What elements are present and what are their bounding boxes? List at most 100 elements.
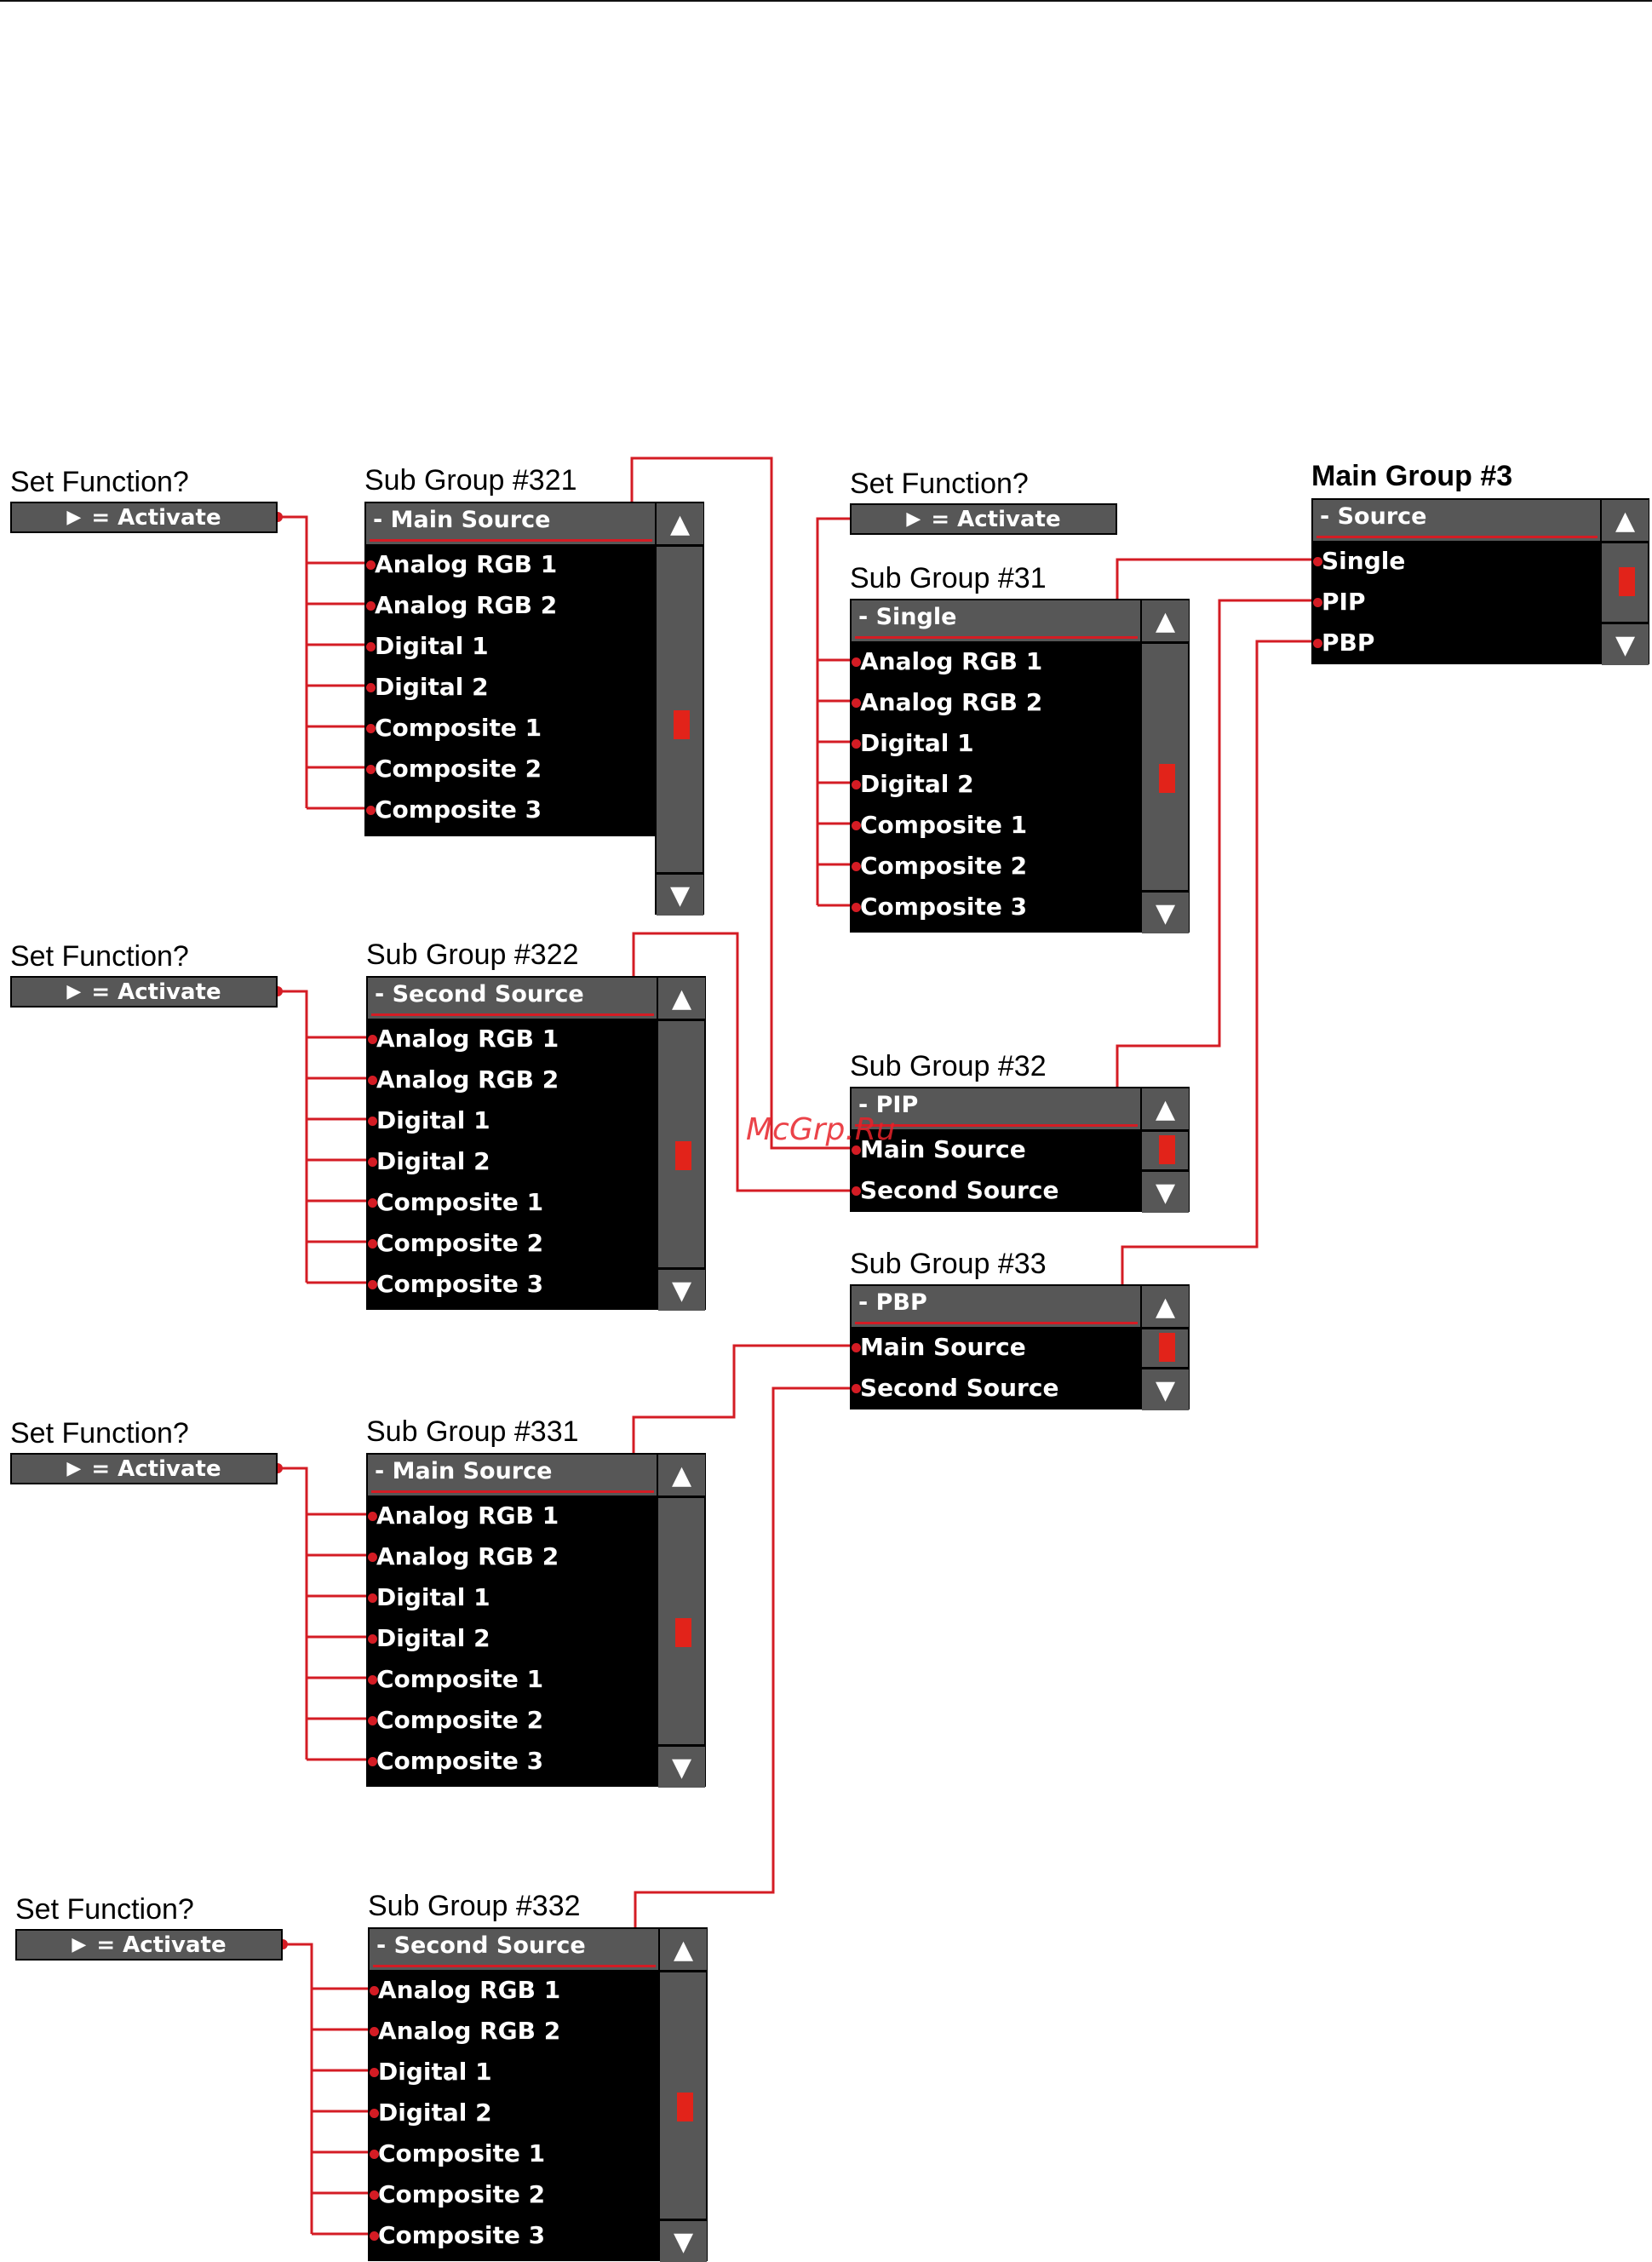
activate-button-321[interactable]: ▶ = Activate (10, 502, 278, 533)
scroll-down-icon[interactable]: ▼ (1142, 1169, 1189, 1213)
connector-dot (366, 642, 376, 652)
scroll-thumb[interactable] (1159, 763, 1175, 793)
list-item[interactable]: Composite 1 (368, 1659, 657, 1700)
list-item[interactable]: Composite 2 (368, 1700, 657, 1741)
sub31-header[interactable]: - Single (852, 600, 1141, 641)
list-item-label: Digital 2 (376, 1147, 490, 1175)
sub322-scrollbar[interactable]: ▲▼ (657, 976, 706, 1311)
main_group-header[interactable]: - Source (1313, 500, 1601, 541)
list-item[interactable]: Digital 2 (366, 667, 656, 708)
list-item[interactable]: Analog RGB 2 (366, 585, 656, 626)
header-label: - Single (858, 604, 957, 630)
list-item[interactable]: Analog RGB 2 (368, 1059, 657, 1100)
scroll-thumb[interactable] (675, 1140, 691, 1170)
list-item-label: Composite 3 (376, 1270, 544, 1298)
list-item[interactable]: Composite 2 (370, 2174, 659, 2215)
list-item[interactable]: Digital 1 (368, 1100, 657, 1141)
sub32-scrollbar[interactable]: ▲▼ (1140, 1087, 1190, 1213)
connector-dot (368, 1280, 377, 1289)
list-item[interactable]: Composite 3 (370, 2215, 659, 2256)
connector-dot (852, 1186, 861, 1196)
scroll-down-icon[interactable]: ▼ (1142, 890, 1189, 933)
list-item[interactable]: Composite 1 (852, 805, 1141, 846)
sub331-header[interactable]: - Main Source (368, 1455, 657, 1496)
activate-button-31[interactable]: ▶ = Activate (850, 503, 1117, 535)
scroll-up-icon[interactable]: ▲ (658, 978, 705, 1021)
sub322-header[interactable]: - Second Source (368, 978, 657, 1019)
scroll-up-icon[interactable]: ▲ (657, 503, 703, 547)
scroll-thumb[interactable] (674, 709, 690, 739)
scroll-thumb[interactable] (677, 2092, 693, 2121)
scroll-up-icon[interactable]: ▲ (658, 1455, 705, 1498)
list-item[interactable]: Digital 1 (370, 2052, 659, 2093)
sub332-header[interactable]: - Second Source (370, 1929, 659, 1970)
list-item[interactable]: Composite 2 (366, 749, 656, 789)
scroll-up-icon[interactable]: ▲ (660, 1929, 707, 1972)
list-item[interactable]: Digital 2 (852, 764, 1141, 805)
list-item[interactable]: Analog RGB 1 (368, 1496, 657, 1536)
list-item[interactable]: Composite 1 (366, 708, 656, 749)
list-item[interactable]: Main Source (852, 1327, 1141, 1368)
sub33-scrollbar[interactable]: ▲▼ (1140, 1284, 1190, 1410)
list-item[interactable]: Composite 3 (366, 789, 656, 830)
sub332-title: Sub Group #332 (368, 1890, 581, 1922)
list-item[interactable]: Analog RGB 1 (852, 641, 1141, 682)
scroll-thumb[interactable] (675, 1617, 691, 1647)
header-label: - Second Source (376, 1932, 586, 1959)
scroll-down-icon[interactable]: ▼ (1602, 622, 1649, 665)
list-item[interactable]: Composite 3 (852, 887, 1141, 927)
list-item[interactable]: Analog RGB 2 (852, 682, 1141, 723)
sub331-scrollbar[interactable]: ▲▼ (657, 1453, 706, 1788)
list-item[interactable]: Analog RGB 2 (370, 2011, 659, 2052)
sub32-header[interactable]: - PIP (852, 1088, 1141, 1129)
activate-322-wire-bus (278, 990, 308, 1283)
sub332-scrollbar[interactable]: ▲▼ (658, 1927, 708, 2262)
scroll-down-icon[interactable]: ▼ (658, 1267, 705, 1311)
list-item[interactable]: Composite 2 (852, 846, 1141, 887)
scroll-down-icon[interactable]: ▼ (1142, 1367, 1189, 1410)
list-item[interactable]: Digital 2 (368, 1141, 657, 1182)
list-item[interactable]: Main Source (852, 1129, 1141, 1170)
list-item[interactable]: Single (1313, 541, 1601, 582)
list-item[interactable]: Digital 1 (368, 1577, 657, 1618)
list-item[interactable]: Digital 1 (366, 626, 656, 667)
list-item[interactable]: Composite 3 (368, 1264, 657, 1305)
scroll-thumb[interactable] (1159, 1332, 1175, 1362)
scroll-up-icon[interactable]: ▲ (1142, 1088, 1189, 1132)
list-item[interactable]: Digital 1 (852, 723, 1141, 764)
activate-button-332[interactable]: ▶ = Activate (15, 1929, 283, 1961)
list-item[interactable]: Digital 2 (370, 2093, 659, 2133)
scroll-up-icon[interactable]: ▲ (1602, 500, 1649, 543)
activate-button-322[interactable]: ▶ = Activate (10, 976, 278, 1008)
scroll-thumb[interactable] (1619, 566, 1635, 596)
list-item[interactable]: Composite 1 (370, 2133, 659, 2174)
connector-dot (366, 560, 376, 570)
list-item[interactable]: PBP (1313, 623, 1601, 663)
sub33-header[interactable]: - PBP (852, 1286, 1141, 1327)
list-item[interactable]: Composite 2 (368, 1223, 657, 1264)
list-item[interactable]: PIP (1313, 582, 1601, 623)
list-item[interactable]: Analog RGB 1 (370, 1970, 659, 2011)
list-item[interactable]: Composite 1 (368, 1182, 657, 1223)
list-item[interactable]: Second Source (852, 1170, 1141, 1211)
list-item[interactable]: Second Source (852, 1368, 1141, 1409)
scroll-up-icon[interactable]: ▲ (1142, 1286, 1189, 1329)
list-item[interactable]: Analog RGB 1 (366, 544, 656, 585)
sub31-scrollbar[interactable]: ▲▼ (1140, 599, 1190, 933)
list-item[interactable]: Digital 2 (368, 1618, 657, 1659)
list-item[interactable]: Analog RGB 2 (368, 1536, 657, 1577)
scroll-thumb[interactable] (1159, 1134, 1175, 1164)
scroll-down-icon[interactable]: ▼ (660, 2219, 707, 2262)
list-item[interactable]: Composite 3 (368, 1741, 657, 1782)
sub321-scrollbar[interactable]: ▲▼ (655, 502, 704, 916)
scroll-down-icon[interactable]: ▼ (657, 872, 703, 916)
list-item[interactable]: Analog RGB 1 (368, 1019, 657, 1059)
connector-dot (366, 683, 376, 692)
scroll-up-icon[interactable]: ▲ (1142, 600, 1189, 644)
main_group-scrollbar[interactable]: ▲▼ (1600, 498, 1649, 665)
sub321-header[interactable]: - Main Source (366, 503, 656, 544)
scroll-down-icon[interactable]: ▼ (658, 1744, 705, 1788)
activate-button-331[interactable]: ▶ = Activate (10, 1453, 278, 1484)
